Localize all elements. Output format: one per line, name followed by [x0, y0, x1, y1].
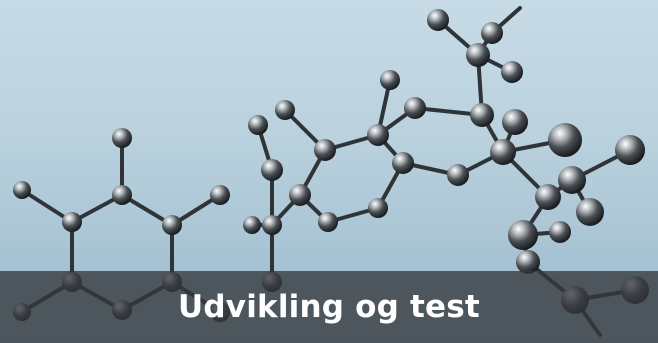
- caption-text: Udvikling og test: [178, 289, 480, 325]
- caption-band: [0, 271, 658, 343]
